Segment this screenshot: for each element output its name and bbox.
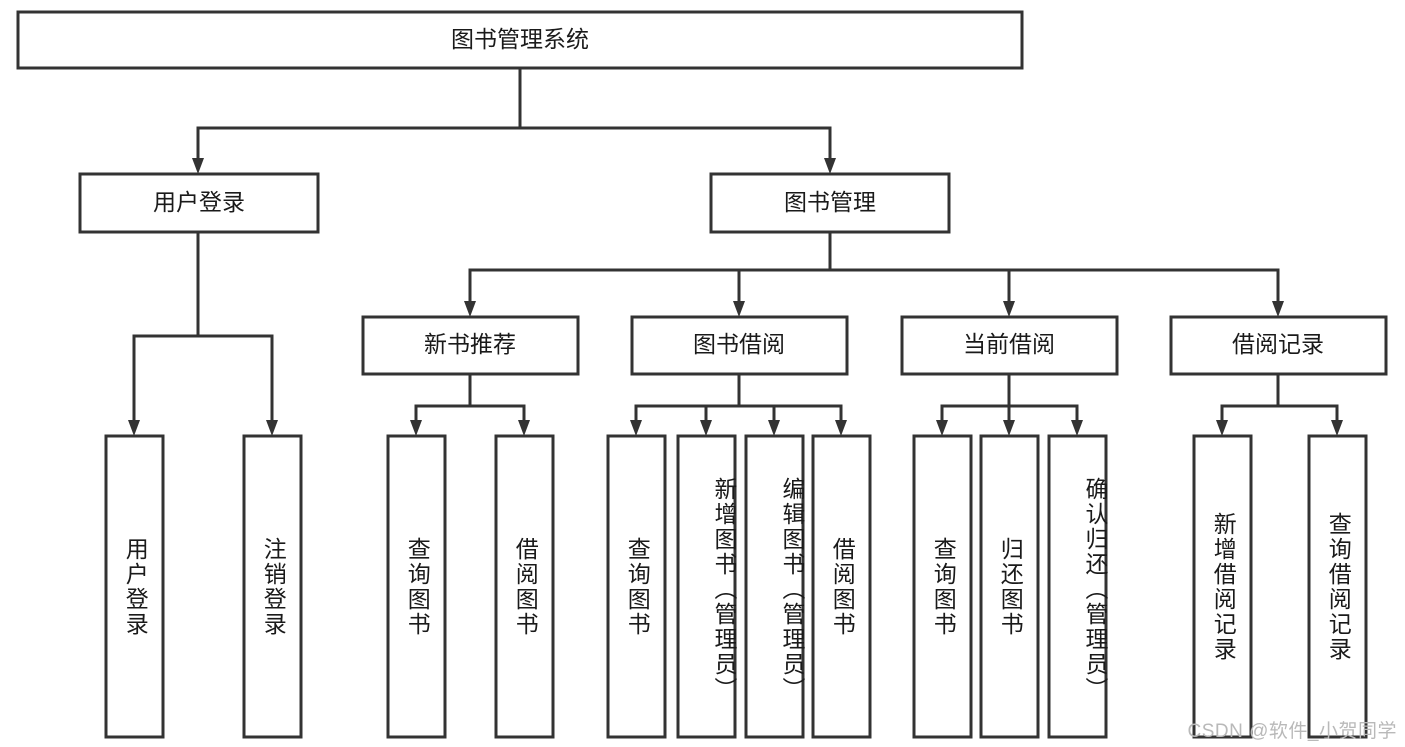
- csdn-watermark: CSDN @软件_小贺同学: [1187, 721, 1397, 742]
- leaf-box-bb-borrow-book[interactable]: [811, 434, 872, 739]
- arrowhead-bb-leaf4: [835, 420, 847, 436]
- arrowhead-nb-leaf2: [518, 420, 530, 436]
- node-user-login-label: 用户登录: [153, 189, 245, 215]
- arrowhead-bb-leaf3: [768, 420, 780, 436]
- arrowhead-nb-leaf1: [410, 420, 422, 436]
- arrowhead-br-leaf1: [1216, 420, 1228, 436]
- node-current-borrow-label: 当前借阅: [963, 331, 1055, 357]
- arrowhead-book-borrow: [733, 301, 745, 317]
- node-current-borrow-box[interactable]: [900, 315, 1119, 376]
- connector-group-root: [192, 66, 836, 174]
- leaf-box-cb-query-book[interactable]: [912, 434, 973, 739]
- arrowhead-bb-leaf1: [630, 420, 642, 436]
- connector-group-book-borrow: [630, 372, 847, 436]
- arrowhead-cb-leaf1: [936, 420, 948, 436]
- leaf-box-nb-borrow-book[interactable]: [494, 434, 555, 739]
- node-user-login-box[interactable]: [78, 172, 320, 234]
- arrowhead-cb-leaf3: [1071, 420, 1083, 436]
- leaf-box-br-query-record[interactable]: [1307, 434, 1368, 739]
- connector-group-user-login: [128, 230, 278, 436]
- arrowhead-book-manage: [824, 158, 836, 174]
- node-book-borrow-label: 图书借阅: [693, 331, 785, 357]
- arrowhead-cb-leaf2: [1003, 420, 1015, 436]
- node-borrow-record-box[interactable]: [1169, 315, 1388, 376]
- node-book-manage-box[interactable]: [709, 172, 951, 234]
- connector-group-borrow-record: [1216, 372, 1343, 436]
- leaf-box-logout[interactable]: [242, 434, 303, 739]
- node-root-box[interactable]: [16, 10, 1024, 70]
- leaf-box-nb-query-book[interactable]: [386, 434, 447, 739]
- leaf-box-bb-add-book[interactable]: [676, 434, 737, 739]
- leaf-box-cb-confirm-return[interactable]: [1047, 434, 1108, 739]
- node-borrow-record[interactable]: 借阅记录: [1169, 315, 1388, 376]
- node-borrow-record-label: 借阅记录: [1232, 331, 1324, 357]
- node-root-label: 图书管理系统: [451, 26, 589, 52]
- connector-group-current-borrow: [936, 372, 1083, 436]
- arrowhead-leaf-logout: [266, 420, 278, 436]
- leaf-box-cb-return-book[interactable]: [979, 434, 1040, 739]
- node-book-manage[interactable]: 图书管理: [709, 172, 951, 234]
- arrowhead-br-leaf2: [1331, 420, 1343, 436]
- node-book-manage-label: 图书管理: [784, 189, 876, 215]
- arrowhead-new-book: [464, 301, 476, 317]
- arrowhead-user-login: [192, 158, 204, 174]
- arrowhead-leaf-user-login: [128, 420, 140, 436]
- node-new-book-label: 新书推荐: [424, 331, 516, 357]
- leaf-box-br-add-record[interactable]: [1192, 434, 1253, 739]
- arrowhead-borrow-record: [1272, 301, 1284, 317]
- leaf-box-bb-edit-book[interactable]: [744, 434, 805, 739]
- connector-group-book-manage: [464, 230, 1284, 317]
- connector-group-new-book: [410, 372, 530, 436]
- node-new-book-box[interactable]: [361, 315, 580, 376]
- node-book-borrow-box[interactable]: [630, 315, 849, 376]
- arrowhead-bb-leaf2: [700, 420, 712, 436]
- arrowhead-current-borrow: [1003, 301, 1015, 317]
- leaf-box-user-login[interactable]: [104, 434, 165, 739]
- node-current-borrow[interactable]: 当前借阅: [900, 315, 1119, 376]
- node-user-login[interactable]: 用户登录: [78, 172, 320, 234]
- node-root[interactable]: 图书管理系统: [16, 10, 1024, 70]
- node-new-book-recommend[interactable]: 新书推荐: [361, 315, 580, 376]
- leaf-box-bb-query-book[interactable]: [606, 434, 667, 739]
- node-book-borrow[interactable]: 图书借阅: [630, 315, 849, 376]
